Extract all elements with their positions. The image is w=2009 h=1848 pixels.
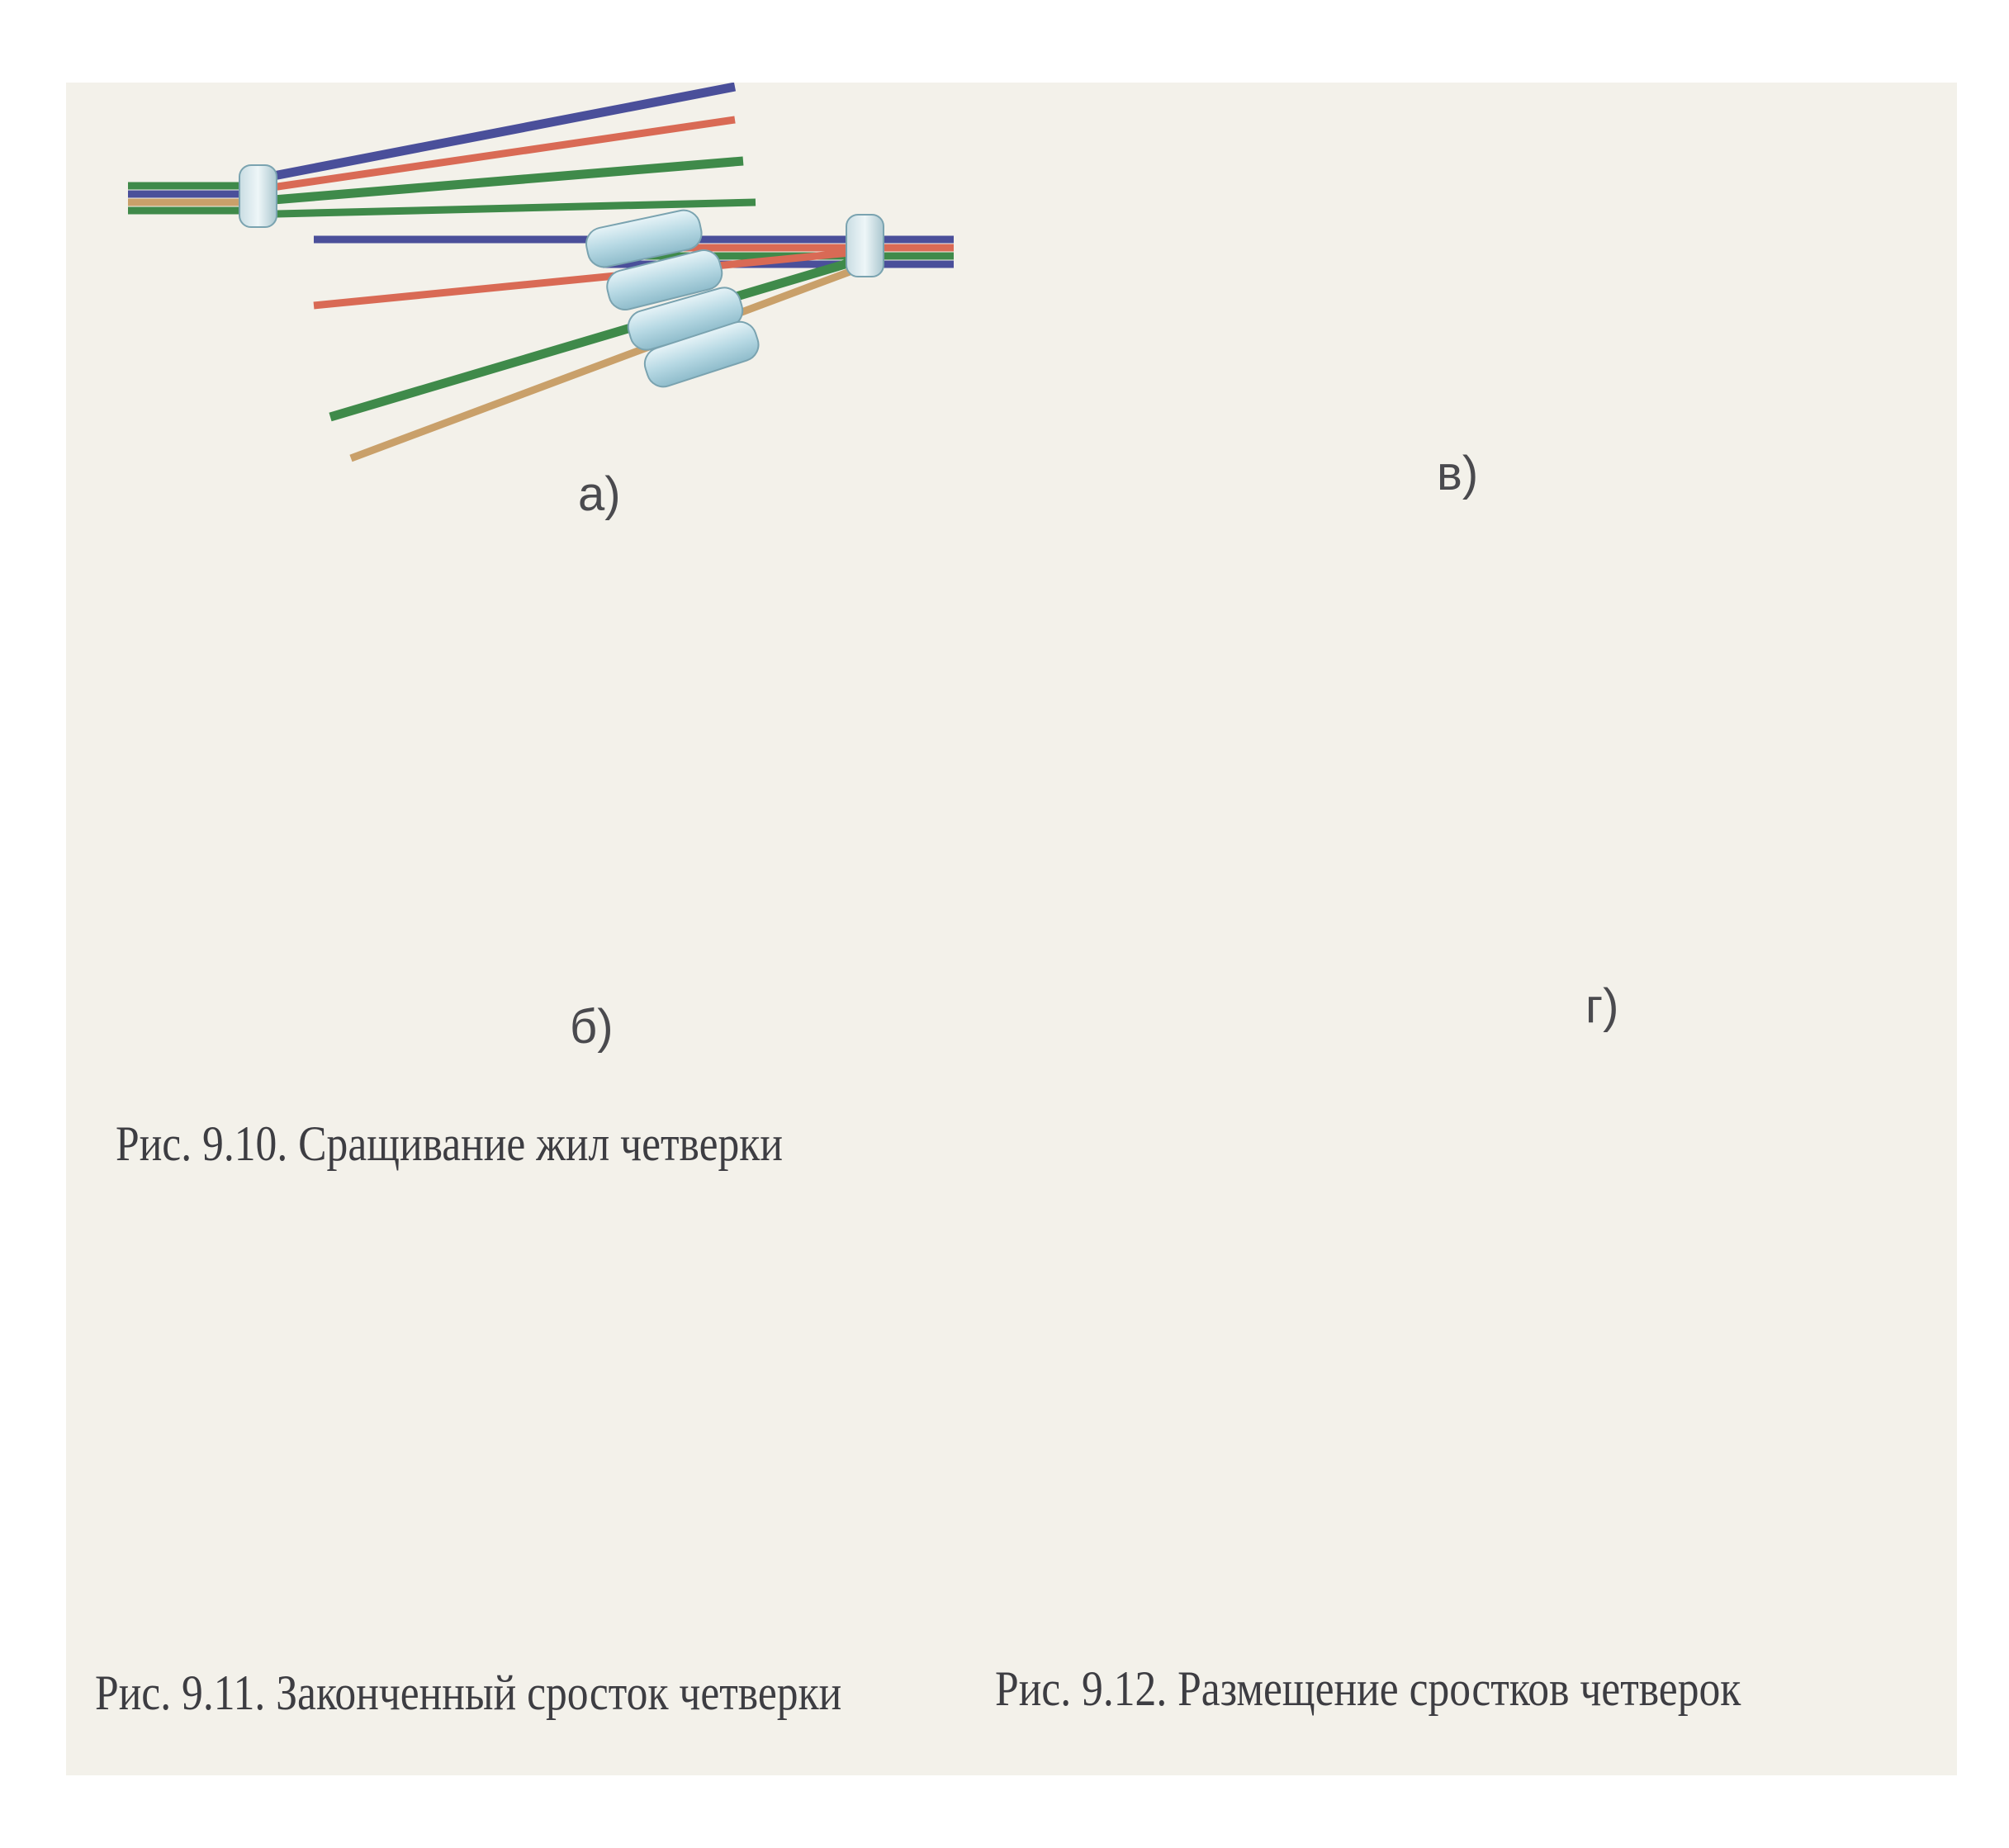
figure-label-b: б)	[570, 1003, 614, 1051]
figure-a-wire-fan	[128, 87, 954, 458]
illustration-canvas	[66, 83, 1957, 1775]
scanned-page: а) в) б) г) Рис. 9.10. Сращивание жил че…	[66, 83, 1957, 1775]
figure-label-v: в)	[1437, 450, 1478, 498]
figure-label-a: а)	[578, 471, 621, 519]
caption-fig-9-12: Рис. 9.12. Размещение сростков четверок	[995, 1664, 1741, 1713]
caption-fig-9-11: Рис. 9.11. Законченный сросток четверки	[95, 1668, 841, 1718]
caption-fig-9-10: Рис. 9.10. Сращивание жил четверки	[116, 1119, 783, 1168]
figure-label-g: г)	[1585, 983, 1618, 1031]
